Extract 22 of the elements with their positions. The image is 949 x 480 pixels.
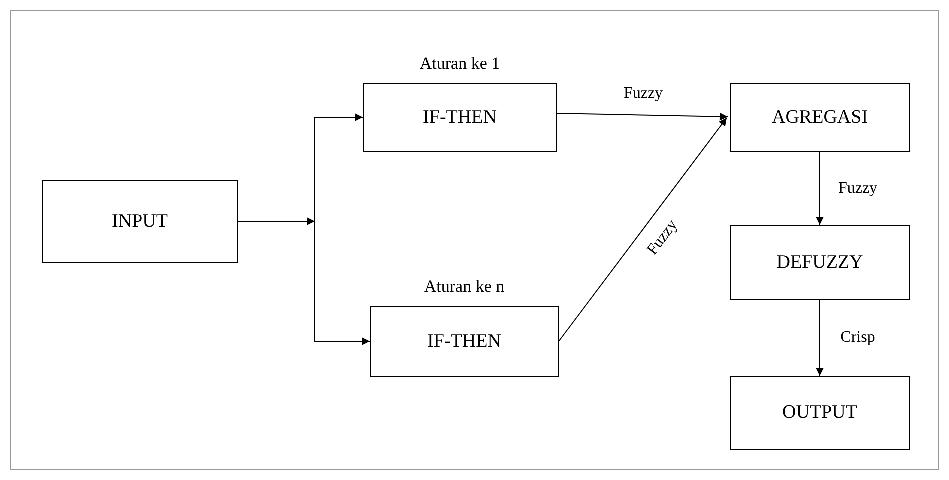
box-label: OUTPUT: [782, 402, 858, 424]
process-box: [730, 376, 910, 450]
arrow: [816, 152, 824, 226]
edge-label: Fuzzy: [836, 180, 880, 198]
rule-heading: Aturan ke n: [423, 277, 506, 297]
box-label: IF-THEN: [428, 330, 502, 352]
process-box: [730, 225, 910, 300]
box-label: IF-THEN: [423, 106, 497, 128]
process-box: [42, 180, 238, 263]
box-label: AGREGASI: [772, 106, 868, 128]
arrow: [816, 300, 824, 376]
process-box: [730, 83, 910, 152]
box-label: DEFUZZY: [776, 252, 864, 274]
arrow: [558, 118, 728, 342]
arrow: [238, 218, 316, 226]
arrow: [314, 221, 370, 346]
arrow: [314, 114, 364, 222]
edge-label: Fuzzy: [622, 84, 666, 102]
box-label: INPUT: [112, 210, 168, 232]
edge-label: Crisp: [838, 329, 878, 347]
rule-heading: Aturan ke 1: [418, 54, 502, 74]
arrow: [556, 112, 728, 121]
